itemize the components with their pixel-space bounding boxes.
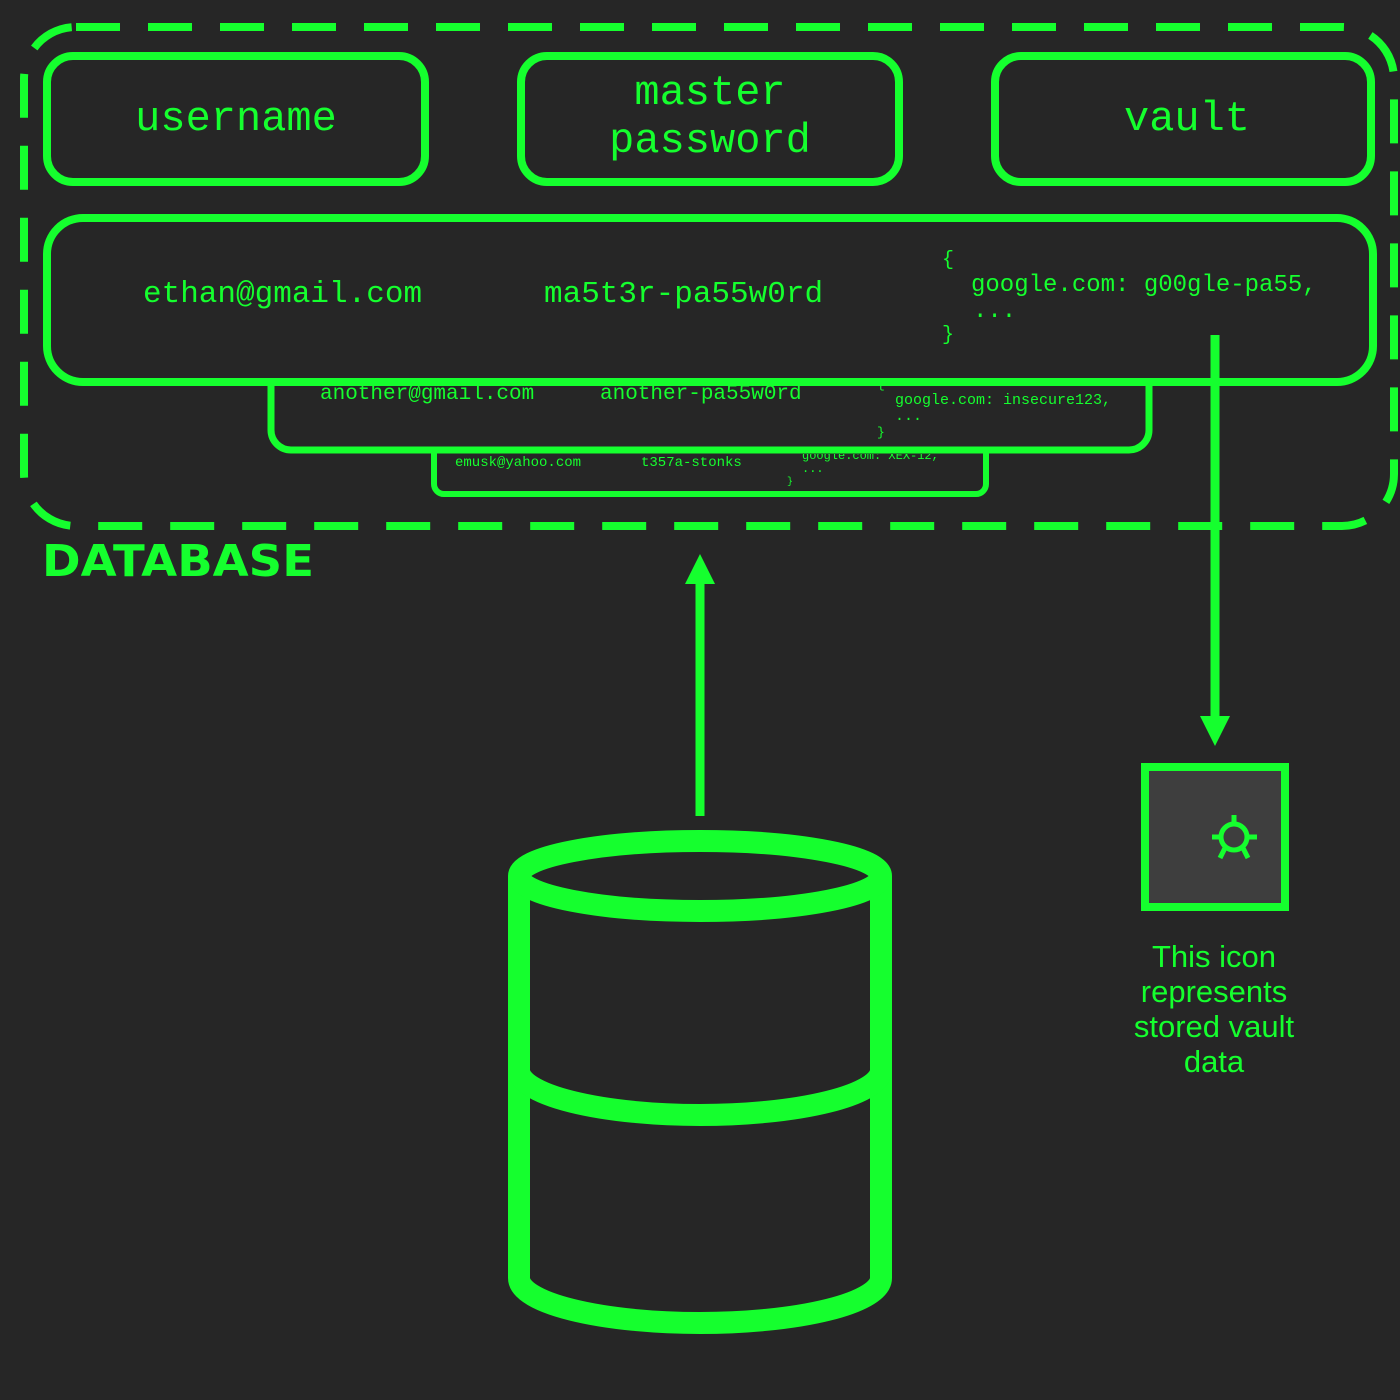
- record-3-username: emusk@yahoo.com: [455, 455, 581, 471]
- header-master-password-box: master password: [517, 52, 903, 186]
- record-card-1: ethan@gmail.com ma5t3r-pa55w0rd { google…: [43, 214, 1377, 386]
- vault-data-icon: [1141, 763, 1289, 911]
- record-1-vault-more: ...: [973, 298, 1016, 325]
- record-3-vault-entry: google.com: XEX-12,: [802, 449, 939, 463]
- legend-line-2: represents: [1141, 974, 1287, 1009]
- record-2-vault-close: }: [877, 425, 885, 440]
- legend-line-3: stored vault: [1134, 1009, 1295, 1044]
- header-master-label: master: [634, 69, 785, 117]
- header-vault-box: vault: [991, 52, 1375, 186]
- record-3-vault-close: }: [787, 476, 793, 488]
- database-boundary: [20, 23, 1398, 530]
- record-2-username: another@gmail.com: [320, 383, 534, 406]
- record-2-vault-entry: google.com: insecure123,: [895, 392, 1111, 409]
- database-upload-arrow: [685, 554, 715, 816]
- record-1-vault-open: {: [942, 249, 954, 272]
- legend-caption: This icon represents stored vault data: [1134, 939, 1295, 1079]
- database-label: DATABASE: [42, 536, 314, 587]
- header-username-label: username: [135, 95, 337, 143]
- header-password-label: password: [609, 117, 811, 165]
- record-1-username: ethan@gmail.com: [143, 277, 422, 312]
- header-vault-label: vault: [1124, 95, 1250, 143]
- legend-line-4: data: [1184, 1044, 1245, 1079]
- vault-data-arrow: [1200, 335, 1230, 746]
- database-cylinder-icon: [508, 830, 892, 1334]
- legend-line-1: This icon: [1152, 939, 1276, 974]
- record-1-vault-entry: google.com: g00gle-pa55,: [971, 272, 1317, 299]
- record-3-password: t357a-stonks: [641, 455, 742, 471]
- record-2-password: another-pa55w0rd: [600, 383, 802, 406]
- record-1-vault-close: }: [942, 324, 954, 347]
- header-username-box: username: [43, 52, 429, 186]
- record-2-vault-more: ...: [895, 408, 922, 425]
- record-3-vault-more: ...: [802, 462, 824, 476]
- record-1-password: ma5t3r-pa55w0rd: [544, 277, 823, 312]
- gear-icon: [1212, 815, 1257, 860]
